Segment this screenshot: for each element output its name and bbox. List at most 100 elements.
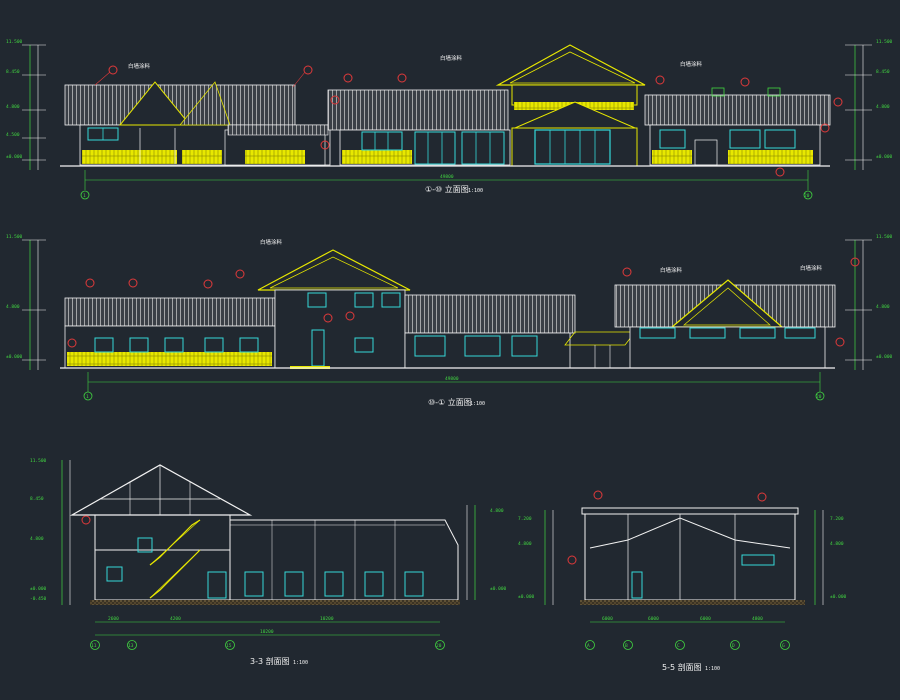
- axis-label: 11: [91, 643, 97, 649]
- overall-dimension: 49800: [445, 376, 459, 382]
- axis-label: D: [732, 643, 735, 649]
- axis-label: A: [587, 643, 590, 649]
- axis-label: C: [677, 643, 680, 649]
- dimension: 2600: [108, 616, 119, 622]
- elevation-b: 11.500 4.800 ±0.000 11.500 4.800 ±0.000: [6, 234, 893, 407]
- material-note: 白墙涂料: [800, 264, 823, 272]
- right-block-b: [614, 279, 836, 369]
- drawing-scale: 1:100: [468, 188, 483, 194]
- dimension: 10200: [260, 629, 274, 635]
- central-gable-tower: [495, 44, 646, 167]
- axis-bubble: [80, 190, 90, 200]
- level-ruler-right-55: 7.200 4.800 ±0.000: [814, 510, 847, 605]
- level-ruler-right-33: 4.800 ±0.000: [466, 505, 507, 600]
- axis-bubble: [815, 391, 825, 401]
- axis-label: 13: [128, 643, 134, 649]
- section-5-5: 7.200 4.800 ±0.000 7.200 4.800 ±0.000 60…: [518, 490, 847, 672]
- level-label: 8.450: [30, 496, 44, 502]
- level-label: 4.800: [830, 541, 844, 547]
- level-label: 11.500: [876, 234, 893, 240]
- axis-bubble: [803, 190, 813, 200]
- drawing-title: 5-5 剖面图: [662, 662, 702, 672]
- drawing-scale: 1:100: [293, 660, 308, 666]
- level-label: 11.500: [6, 39, 23, 45]
- level-label: ±0.000: [30, 586, 47, 592]
- dimension: 6000: [602, 616, 613, 622]
- level-label: -0.450: [30, 596, 47, 602]
- level-label: 4.500: [6, 132, 20, 138]
- axis-bubble: [730, 640, 740, 650]
- material-note: 白墙涂料: [260, 238, 283, 246]
- level-label: 4.800: [876, 104, 890, 110]
- axis-label: 1: [83, 193, 86, 199]
- left-block-b: [64, 297, 276, 369]
- axis-label: 1: [86, 394, 89, 400]
- axis-bubble: [83, 391, 93, 401]
- axis-bubble: [90, 640, 100, 650]
- level-label: ±0.000: [876, 154, 893, 160]
- level-ruler-left-55: 7.200 4.800 ±0.000: [518, 510, 554, 605]
- material-note: 白墙涂料: [660, 266, 683, 274]
- axis-label: G: [782, 643, 785, 649]
- level-ruler-left-a: 11.500 8.450 4.800 4.500 ±0.000: [6, 39, 46, 170]
- level-label: 11.500: [6, 234, 23, 240]
- center-left-block: [327, 89, 511, 166]
- level-ruler-right-b: 11.500 4.800 ±0.000: [845, 234, 893, 370]
- level-label: 8.450: [6, 69, 20, 75]
- level-label: 11.500: [876, 39, 893, 45]
- axis-label: B: [625, 643, 628, 649]
- material-note: 白墙涂料: [680, 60, 703, 68]
- level-label: ±0.000: [6, 154, 23, 160]
- level-label: ±0.000: [830, 594, 847, 600]
- level-label: ±0.000: [490, 586, 507, 592]
- dimension: 6000: [648, 616, 659, 622]
- level-label: 4.800: [518, 541, 532, 547]
- drawing-title: 3-3 剖面图: [250, 656, 290, 666]
- axis-label: 20: [816, 394, 822, 400]
- level-label: ±0.000: [6, 354, 23, 360]
- axis-bubble: [435, 640, 445, 650]
- callout-tags-a: [94, 65, 843, 177]
- axis-bubble: [225, 640, 235, 650]
- section-3-3: 11.500 8.450 4.800 ±0.000 -0.450 4.800 ±…: [30, 458, 507, 666]
- axis-label: 20: [804, 193, 810, 199]
- axis-label: 20: [436, 643, 442, 649]
- drawing-title: ①-⑩ 立面图: [425, 184, 469, 194]
- elevation-a: 11.500 8.450 4.800 4.500 ±0.000 11.500 8…: [6, 39, 893, 200]
- callout-tags-b: [67, 257, 860, 348]
- level-ruler-left-33: 11.500 8.450 4.800 ±0.000 -0.450: [30, 458, 71, 605]
- axis-label: 15: [226, 643, 232, 649]
- axis-bubble: [623, 640, 633, 650]
- right-wing: [644, 87, 831, 166]
- level-label: 4.800: [6, 304, 20, 310]
- level-label: 7.200: [518, 516, 532, 522]
- overall-dimension: 49800: [440, 174, 454, 180]
- level-label: 4.800: [876, 304, 890, 310]
- material-note: 白墙涂料: [440, 54, 463, 62]
- left-wing: [64, 81, 331, 166]
- dimension: 4800: [752, 616, 763, 622]
- level-ruler-right-a: 11.500 8.450 4.800 ±0.000: [845, 39, 893, 170]
- level-label: 8.450: [876, 69, 890, 75]
- callout-tag: [593, 490, 603, 500]
- level-label: 4.800: [6, 104, 20, 110]
- dimension: 10200: [320, 616, 334, 622]
- middle-block-b: [404, 294, 636, 369]
- drawing-scale: 1:100: [705, 666, 720, 672]
- level-label: 4.800: [30, 536, 44, 542]
- drawing-scale: 1:100: [470, 401, 485, 407]
- callout-tag: [81, 515, 91, 525]
- center-tall-block-b: [257, 249, 411, 369]
- level-label: 4.800: [490, 508, 504, 514]
- level-label: 7.200: [830, 516, 844, 522]
- level-ruler-left-b: 11.500 4.800 ±0.000: [6, 234, 46, 370]
- drawing-title: ⑩-① 立面图: [428, 397, 472, 407]
- axis-bubble: [585, 640, 595, 650]
- material-note: 白墙涂料: [128, 62, 151, 70]
- dimension: 4200: [170, 616, 181, 622]
- callout-tag: [567, 555, 577, 565]
- level-label: ±0.000: [876, 354, 893, 360]
- level-label: 11.500: [30, 458, 47, 464]
- callout-tag: [757, 492, 767, 502]
